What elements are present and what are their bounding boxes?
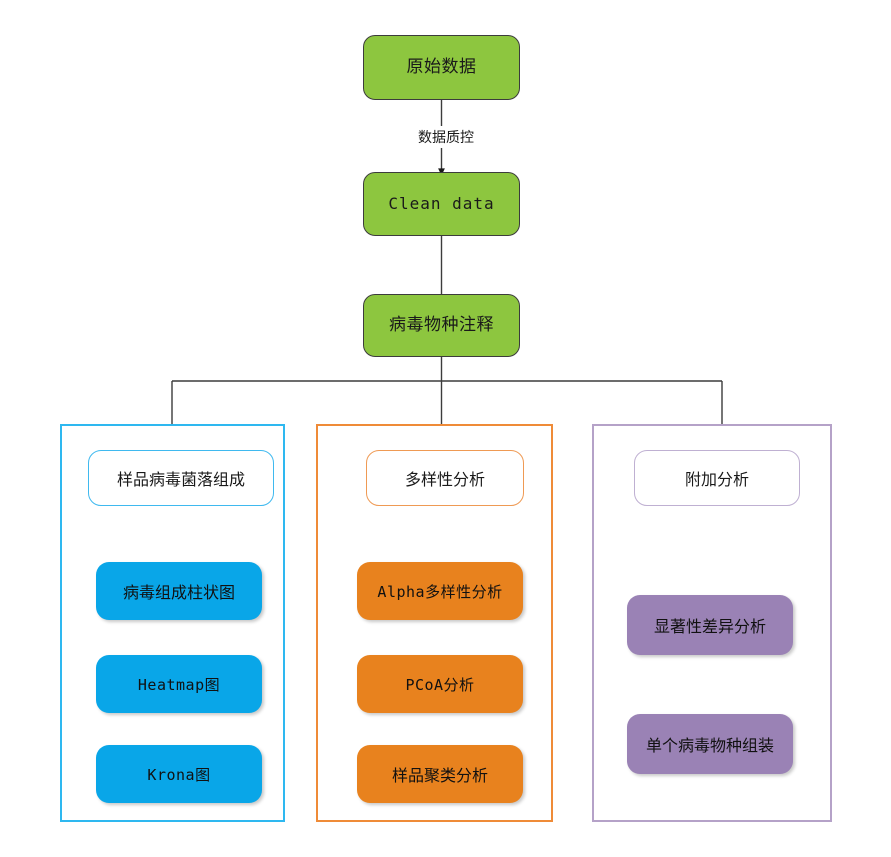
node-virus-annotation[interactable]: 病毒物种注释 <box>363 294 520 357</box>
group-header-sample-composition-label: 样品病毒菌落组成 <box>116 470 245 489</box>
chip-pcoa[interactable]: PCoA分析 <box>357 655 523 713</box>
node-clean-data[interactable]: Clean data <box>363 172 520 236</box>
chip-alpha-diversity[interactable]: Alpha多样性分析 <box>357 562 523 620</box>
chip-single-virus-assembly[interactable]: 单个病毒物种组装 <box>627 714 793 774</box>
chip-sample-clustering-label: 样品聚类分析 <box>391 766 488 785</box>
chip-virus-composition-barplot-label: 病毒组成柱状图 <box>122 583 235 602</box>
chip-single-virus-assembly-label: 单个病毒物种组装 <box>645 736 774 755</box>
node-raw-data-label: 原始数据 <box>406 57 477 78</box>
chip-significance-difference[interactable]: 显著性差异分析 <box>627 595 793 655</box>
node-clean-data-label: Clean data <box>388 194 495 214</box>
chip-krona-label: Krona图 <box>147 765 211 784</box>
group-header-additional-analysis[interactable]: 附加分析 <box>634 450 800 506</box>
node-raw-data[interactable]: 原始数据 <box>363 35 520 100</box>
edge-label-data-qc: 数据质控 <box>398 126 494 148</box>
chip-virus-composition-barplot[interactable]: 病毒组成柱状图 <box>96 562 262 620</box>
chip-heatmap[interactable]: Heatmap图 <box>96 655 262 713</box>
chip-heatmap-label: Heatmap图 <box>137 675 221 694</box>
group-header-sample-composition[interactable]: 样品病毒菌落组成 <box>88 450 274 506</box>
group-header-diversity-analysis[interactable]: 多样性分析 <box>366 450 524 506</box>
chip-pcoa-label: PCoA分析 <box>405 675 475 694</box>
chip-significance-difference-label: 显著性差异分析 <box>653 617 766 636</box>
chip-sample-clustering[interactable]: 样品聚类分析 <box>357 745 523 803</box>
edge-label-data-qc-text: 数据质控 <box>418 130 474 146</box>
chip-alpha-diversity-label: Alpha多样性分析 <box>377 582 503 601</box>
node-virus-annotation-label: 病毒物种注释 <box>389 315 494 336</box>
group-header-diversity-analysis-label: 多样性分析 <box>404 470 485 489</box>
group-header-additional-analysis-label: 附加分析 <box>684 470 749 489</box>
chip-krona[interactable]: Krona图 <box>96 745 262 803</box>
